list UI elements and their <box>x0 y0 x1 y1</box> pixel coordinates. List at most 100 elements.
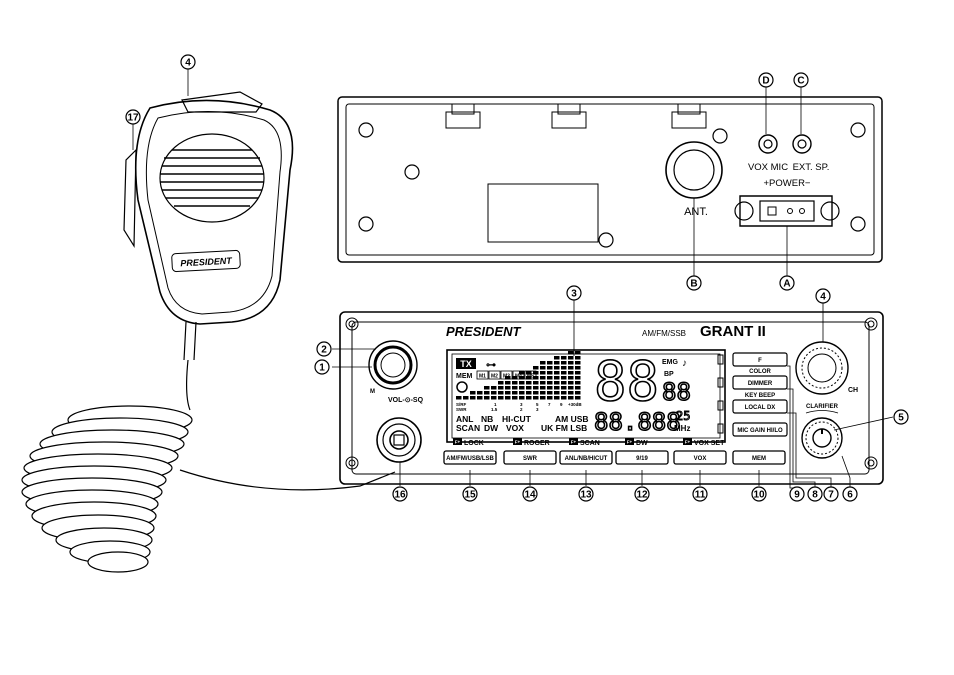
meter-segment <box>512 376 518 380</box>
meter-segment <box>512 391 518 395</box>
meter-segment <box>568 356 574 360</box>
callout-circle <box>758 72 774 88</box>
meter-segment <box>568 386 574 390</box>
lcd-hicut: HI-CUT <box>502 414 532 424</box>
local-dx-label: LOCAL DX <box>745 405 776 411</box>
meter-segment <box>498 391 504 395</box>
meter-segment <box>561 386 567 390</box>
meter-segment <box>568 361 574 365</box>
meter-segment <box>526 371 532 375</box>
meter-segment <box>554 371 560 375</box>
meter-segment <box>547 376 553 380</box>
ch-label: CH <box>848 387 858 394</box>
local-dx-button[interactable] <box>732 399 788 414</box>
mem-slot: M2 <box>491 374 498 380</box>
meter-segment <box>505 396 511 400</box>
meter-segment <box>561 376 567 380</box>
meter-segment <box>505 391 511 395</box>
bottom-button[interactable] <box>503 450 557 465</box>
meter-segment <box>568 366 574 370</box>
scale-tick: 7 <box>548 402 551 407</box>
clarifier-knob[interactable] <box>801 417 843 459</box>
coiled-cable <box>21 359 396 573</box>
callout-label: 8 <box>812 490 818 501</box>
callout-label: 5 <box>898 413 904 424</box>
meter-segment <box>519 371 525 375</box>
meter-segment <box>477 391 483 395</box>
meter-segment <box>554 396 560 400</box>
mic-gain-button[interactable] <box>732 422 788 437</box>
meter-segment <box>512 386 518 390</box>
meter-segment <box>484 386 490 390</box>
meter-segment <box>526 376 532 380</box>
callout-circle <box>893 409 909 425</box>
callout-label: 3 <box>571 289 577 300</box>
meter-segment <box>547 366 553 370</box>
meter-segment <box>470 396 476 400</box>
bottom-button[interactable] <box>615 450 669 465</box>
function-label: LOCK <box>464 440 484 447</box>
meter-segment <box>547 391 553 395</box>
bottom-button-label: SWR <box>523 456 538 462</box>
meter-segment <box>561 391 567 395</box>
meter-segment <box>526 386 532 390</box>
bottom-button[interactable] <box>443 450 497 465</box>
meter-segment <box>575 396 581 400</box>
meter-segment <box>484 396 490 400</box>
f-tag <box>625 438 634 445</box>
leader-lines <box>132 68 894 489</box>
callout-circle <box>692 486 708 502</box>
lcd-frequency: 88.888 <box>594 408 681 436</box>
callout-circle <box>842 486 858 502</box>
function-label: ROGER <box>524 440 550 447</box>
meter-segment <box>575 381 581 385</box>
meter-segment <box>540 391 546 395</box>
function-label: VOX SET <box>694 440 725 447</box>
lcd-emg: EMG <box>662 359 679 366</box>
lcd-mem: MEM <box>456 373 473 380</box>
meter-segment <box>575 386 581 390</box>
front-panel: PRESIDENT AM/FM/SSB GRANT II M VOL-⊙-SQ … <box>339 311 884 485</box>
callout-label: 11 <box>695 490 706 501</box>
lcd-freq-small: 25 <box>676 409 690 423</box>
bottom-button-label: ANL/NB/HICUT <box>565 456 608 462</box>
meter-segment <box>519 386 525 390</box>
lcd-sub-channel: 88 <box>662 378 691 406</box>
callout-circle <box>634 486 650 502</box>
key-icon: ⊶ <box>486 360 496 371</box>
function-label: DW <box>636 440 648 447</box>
meter-segment <box>568 351 574 355</box>
smeter-scale: 1 3 5 7 9 +30dB 1.5 2 3 <box>491 402 582 412</box>
model-label: GRANT II <box>700 323 766 340</box>
meter-segment <box>561 381 567 385</box>
callout-label: 16 <box>394 490 406 501</box>
meter-segment <box>575 366 581 370</box>
lcd-anl: ANL <box>456 414 473 424</box>
dimmer-button[interactable] <box>732 375 788 390</box>
lcd-uk-fm-lsb: UK FM LSB <box>541 423 587 433</box>
lcd-channel: 88 <box>594 350 659 413</box>
meter-segment <box>575 376 581 380</box>
meter-segment <box>498 381 504 385</box>
lcd-tx: TX <box>460 359 472 369</box>
meter-segment <box>554 391 560 395</box>
channel-knob[interactable] <box>795 341 849 395</box>
bottom-button[interactable] <box>559 450 613 465</box>
f-tag <box>569 438 578 445</box>
callout-circle <box>125 109 141 125</box>
bottom-button[interactable] <box>732 450 786 465</box>
f-button[interactable] <box>732 352 788 367</box>
callout-circle <box>316 341 332 357</box>
meter-segment <box>505 376 511 380</box>
lcd-dw: DW <box>484 423 499 433</box>
scale-tick: 5 <box>536 402 539 407</box>
bottom-button-label: AM/FM/USB/LSB <box>446 456 494 462</box>
bottom-button[interactable] <box>673 450 727 465</box>
ant-label: ANT. <box>684 206 708 218</box>
key-beep-label: KEY BEEP <box>745 393 775 399</box>
meter-segment <box>505 381 511 385</box>
callout-circle <box>462 486 478 502</box>
